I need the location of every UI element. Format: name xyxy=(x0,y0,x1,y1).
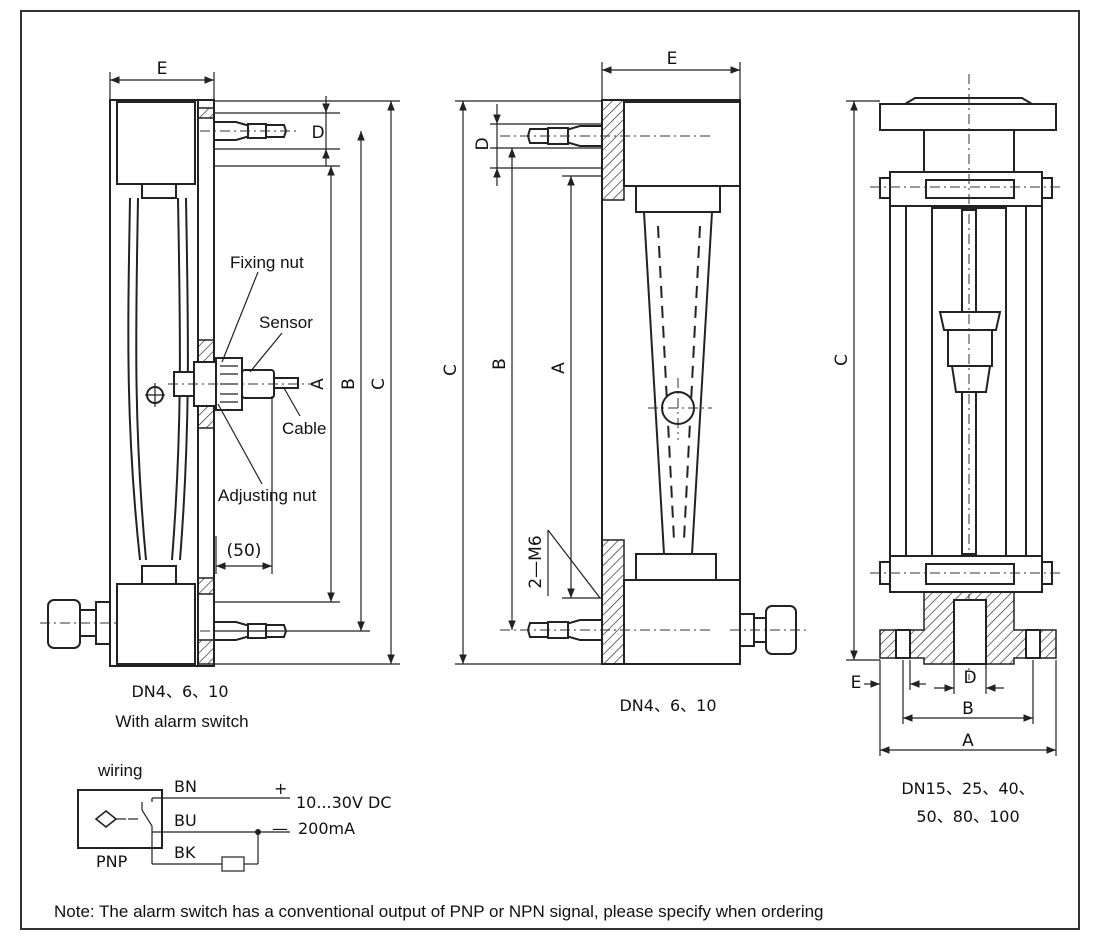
left-dim-b: B xyxy=(339,378,359,390)
right-caption-1: DN15、25、40、 xyxy=(901,779,1034,798)
wiring-diagram: wiring BN BU BK + 10...30V DC — 200mA PN… xyxy=(77,761,392,872)
footer-note: Note: The alarm switch has a conventiona… xyxy=(54,902,824,921)
wiring-title: wiring xyxy=(97,761,142,780)
wire-bu: BU xyxy=(174,811,197,830)
label-cable: Cable xyxy=(282,419,326,438)
left-caption-2: With alarm switch xyxy=(115,712,248,731)
middle-dim-c: C xyxy=(441,364,461,376)
right-dim-e: E xyxy=(851,673,862,693)
label-adjusting-nut: Adjusting nut xyxy=(218,486,317,505)
right-dim-b: B xyxy=(962,699,974,719)
left-dim-50: (50) xyxy=(227,541,262,561)
middle-dim-a: A xyxy=(549,362,569,374)
left-view: E xyxy=(40,59,400,731)
wiring-type: PNP xyxy=(96,852,128,871)
supply-plus: + xyxy=(274,779,287,798)
middle-dim-b: B xyxy=(490,358,510,370)
label-sensor: Sensor xyxy=(259,313,313,332)
wire-bn: BN xyxy=(174,777,197,796)
middle-dim-d: D xyxy=(473,137,493,150)
label-fixing-nut: Fixing nut xyxy=(230,253,304,272)
left-dim-a: A xyxy=(308,378,328,390)
supply-minus: — xyxy=(272,819,288,838)
middle-caption: DN4、6、10 xyxy=(619,696,716,715)
right-dim-a: A xyxy=(962,731,974,751)
middle-view: E xyxy=(441,49,810,715)
supply-current: 200mA xyxy=(298,819,355,838)
supply-voltage: 10...30V DC xyxy=(296,793,392,812)
right-view: C E D B A DN15、25、40、 50、80、100 xyxy=(832,74,1064,826)
middle-dim-e: E xyxy=(667,49,678,69)
left-caption-1: DN4、6、10 xyxy=(131,682,228,701)
drawing-frame xyxy=(20,10,1080,930)
right-dim-c: C xyxy=(832,354,852,366)
middle-dim-m6: 2—M6 xyxy=(526,535,546,588)
left-dim-d: D xyxy=(311,123,324,143)
right-caption-2: 50、80、100 xyxy=(916,807,1019,826)
wire-bk: BK xyxy=(174,843,196,862)
left-dim-c: C xyxy=(369,378,389,390)
left-dim-e: E xyxy=(157,59,168,79)
right-dim-d: D xyxy=(963,668,976,688)
